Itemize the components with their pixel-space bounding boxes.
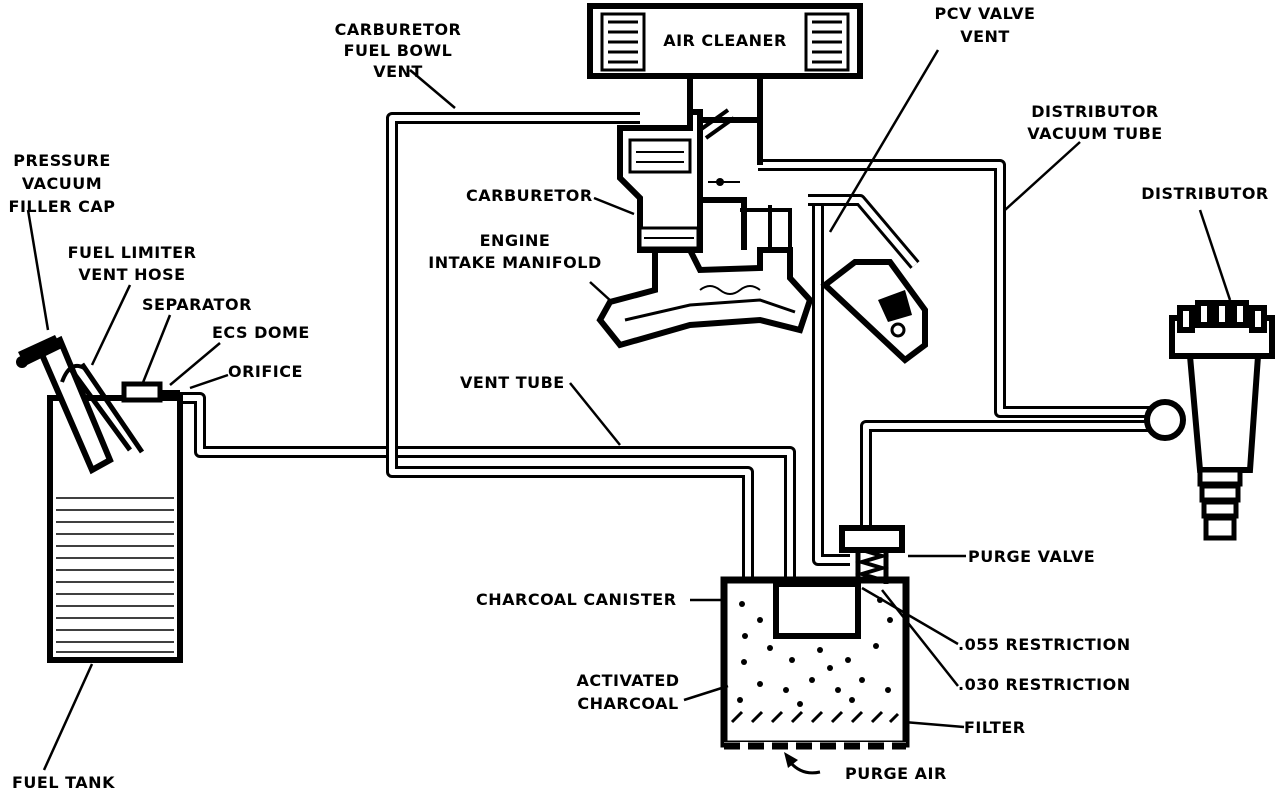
distributor-label: DISTRIBUTOR xyxy=(1141,184,1268,203)
carburetor-label: CARBURETOR xyxy=(466,186,593,205)
engine-intake-manifold-label-1: ENGINE xyxy=(480,231,551,250)
orifice-label: ORIFICE xyxy=(228,362,303,381)
pressure-vacuum-filler-cap-label-1: PRESSURE xyxy=(13,151,111,170)
ecs-dome-label: ECS DOME xyxy=(212,323,310,342)
air-cleaner xyxy=(587,3,863,160)
pcv-valve-vent-label-2: VENT xyxy=(960,27,1010,46)
pressure-vacuum-filler-cap-label-2: VACUUM xyxy=(22,174,102,193)
pressure-vacuum-filler-cap-label-3: FILLER CAP xyxy=(9,197,116,216)
charcoal-canister xyxy=(720,576,910,750)
fuel-tank xyxy=(16,335,183,663)
engine-intake-manifold-label-2: INTAKE MANIFOLD xyxy=(428,253,601,272)
restriction-030-label: .030 RESTRICTION xyxy=(958,675,1131,694)
vent-tube-label: VENT TUBE xyxy=(460,373,565,392)
carb-fuel-bowl-vent-label-3: VENT xyxy=(373,62,423,81)
purge-valve-label: PURGE VALVE xyxy=(968,547,1095,566)
tube-network xyxy=(178,112,1155,584)
carburetor xyxy=(617,108,792,253)
distributor-vacuum-tube-label-2: VACUUM TUBE xyxy=(1027,124,1162,143)
restriction-055-label: .055 RESTRICTION xyxy=(958,635,1131,654)
pcv-valve xyxy=(820,259,928,364)
pcv-valve-vent-label-1: PCV VALVE xyxy=(935,4,1036,23)
distributor xyxy=(1144,300,1275,541)
activated-charcoal-label-1: ACTIVATED xyxy=(576,671,679,690)
carb-fuel-bowl-vent-label-2: FUEL BOWL xyxy=(344,41,453,60)
carb-fuel-bowl-vent-label-1: CARBURETOR xyxy=(335,20,462,39)
fuel-limiter-vent-hose-label-2: VENT HOSE xyxy=(78,265,185,284)
leader-lines xyxy=(26,49,1232,775)
separator-label: SEPARATOR xyxy=(142,295,252,314)
fuel-tank-label: FUEL TANK xyxy=(12,773,115,792)
purge-valve xyxy=(839,525,905,584)
charcoal-canister-label: CHARCOAL CANISTER xyxy=(476,590,677,609)
labels: CARBURETOR FUEL BOWL VENT AIR CLEANER PC… xyxy=(9,4,1269,792)
fuel-limiter-vent-hose-label-1: FUEL LIMITER xyxy=(68,243,197,262)
activated-charcoal-label-2: CHARCOAL xyxy=(577,694,678,713)
air-cleaner-label: AIR CLEANER xyxy=(663,31,787,50)
intake-manifold xyxy=(596,247,814,349)
distributor-vacuum-tube-label-1: DISTRIBUTOR xyxy=(1031,102,1158,121)
filter-label: FILTER xyxy=(964,718,1026,737)
purge-air-label: PURGE AIR xyxy=(845,764,947,783)
